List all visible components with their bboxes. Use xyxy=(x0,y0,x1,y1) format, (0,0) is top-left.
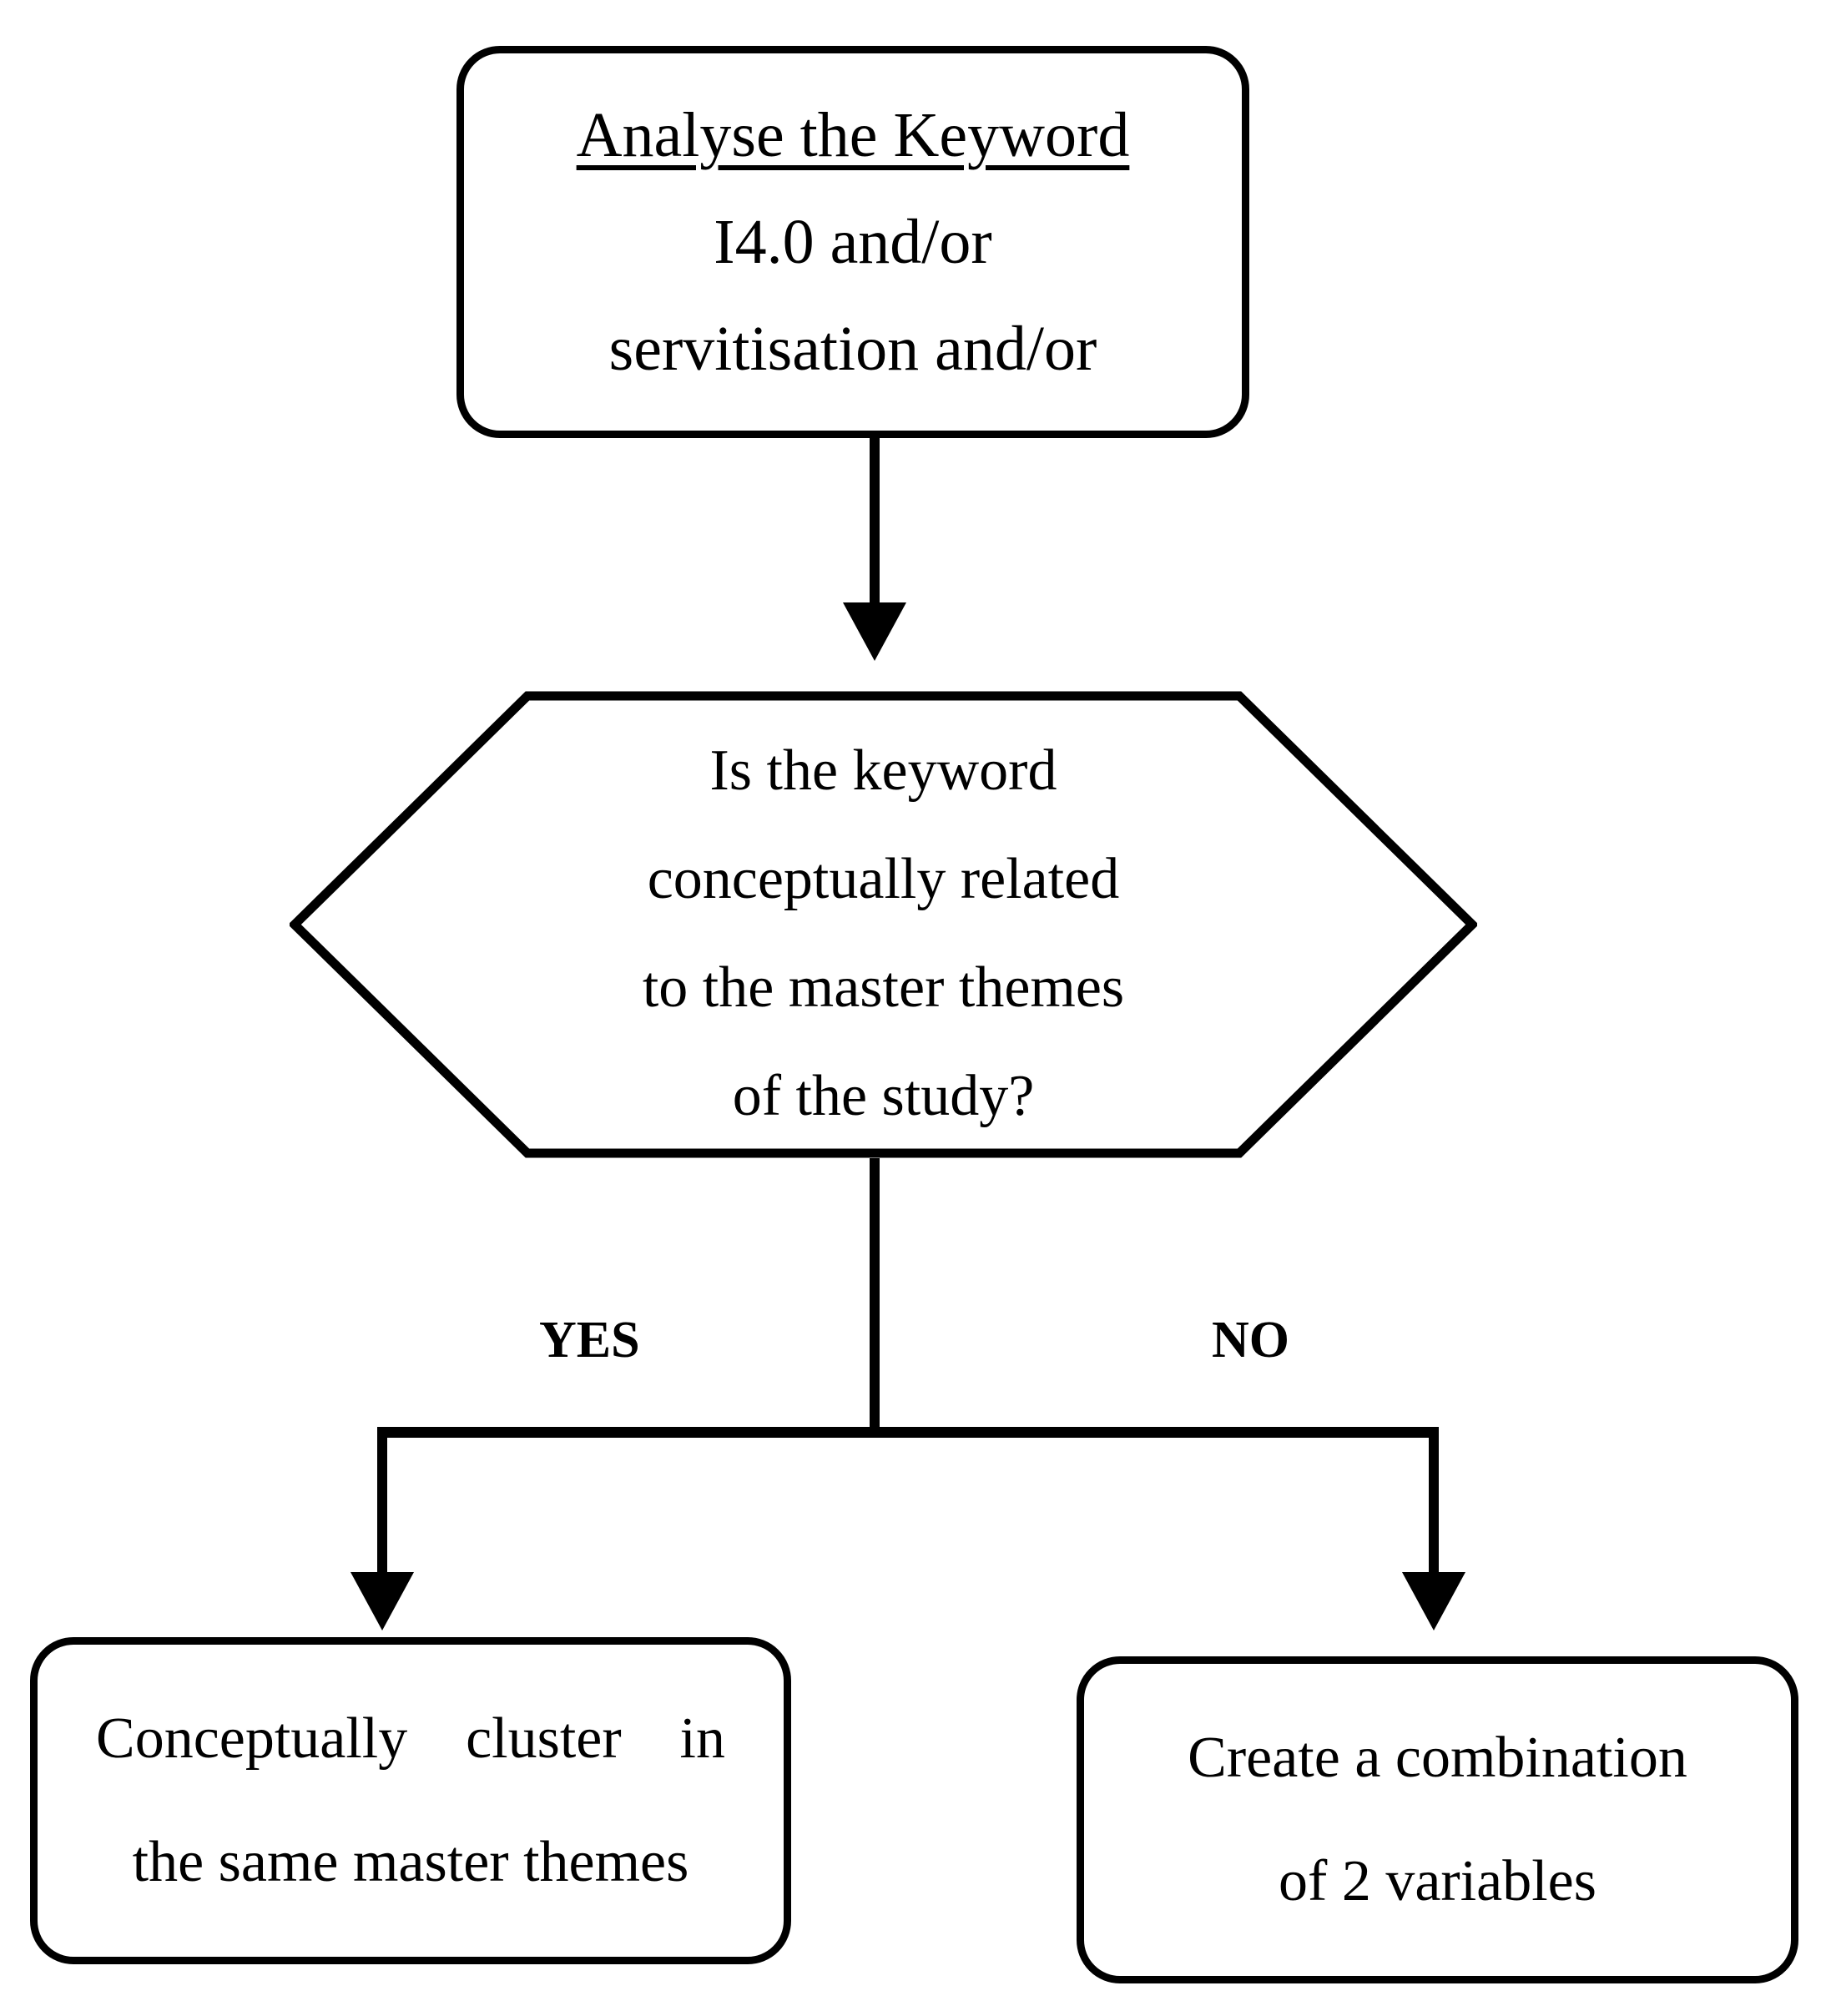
hexagon-shape xyxy=(290,691,1477,1158)
branch-label-yes: YES xyxy=(539,1312,640,1368)
decision-node-line-4: of the study? xyxy=(732,1064,1035,1128)
start-node-line-1: Analyse the Keyword xyxy=(576,100,1130,170)
connector-start-to-decision-line xyxy=(870,434,880,609)
flow-node-start[interactable]: Analyse the Keyword I4.0 and/or servitis… xyxy=(456,46,1249,438)
connector-no-branch-line xyxy=(1429,1427,1439,1579)
decision-node-line-2: conceptually related xyxy=(647,847,1120,911)
decision-node-line-3: to the master themes xyxy=(642,955,1125,1020)
flow-node-decision[interactable]: Is the keyword conceptually related to t… xyxy=(290,691,1477,1158)
start-node-line-2: I4.0 and/or xyxy=(714,207,992,277)
flow-node-yes-outcome[interactable]: Conceptually cluster in the same master … xyxy=(30,1637,791,1964)
connector-yes-branch-line xyxy=(377,1427,387,1579)
start-node-line-3: servitisation and/or xyxy=(608,314,1097,384)
arrow-down-icon-yes-branch xyxy=(351,1572,414,1630)
connector-branch-split-bar xyxy=(377,1427,1439,1438)
yes-outcome-line-2: the same master themes xyxy=(132,1830,689,1894)
arrow-down-icon-start-to-decision xyxy=(843,602,906,661)
no-outcome-line-1: Create a combination xyxy=(1188,1726,1687,1790)
branch-label-no: NO xyxy=(1212,1312,1289,1368)
decision-node-line-1: Is the keyword xyxy=(709,738,1057,803)
decision-node-text: Is the keyword conceptually related to t… xyxy=(290,709,1477,1158)
no-outcome-line-2: of 2 variables xyxy=(1279,1849,1596,1913)
flow-node-no-outcome[interactable]: Create a combination of 2 variables xyxy=(1077,1656,1798,1983)
arrow-down-icon-no-branch xyxy=(1402,1572,1465,1630)
connector-decision-stem xyxy=(870,1158,880,1434)
yes-outcome-line-1: Conceptually cluster in xyxy=(96,1706,725,1771)
